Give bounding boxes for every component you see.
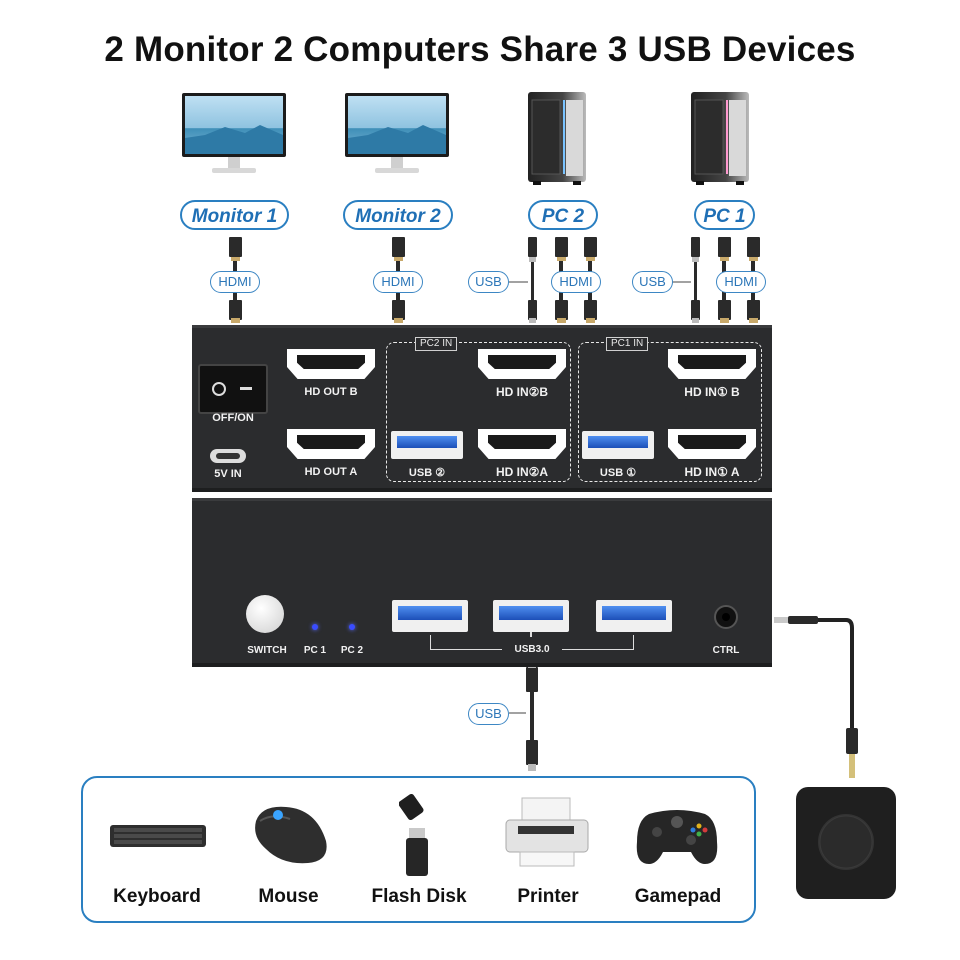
label-off-on: OFF/ON	[212, 412, 254, 424]
device-label-keyboard: Keyboard	[113, 886, 201, 907]
usb3-port-3[interactable]	[596, 600, 672, 632]
usb3-port-1[interactable]	[392, 600, 468, 632]
hdmi-port-hd-out-b[interactable]	[287, 349, 375, 379]
hdmi-port-hd-in2-a[interactable]	[478, 429, 566, 459]
pc1-in-group	[578, 342, 762, 482]
leader-lines	[509, 281, 691, 714]
flash-disk-icon	[399, 794, 428, 876]
tag-usb-devices: USB	[468, 703, 509, 725]
usb-devices-box: Keyboard Mouse Flash Disk Printer Gamepa…	[81, 776, 756, 923]
label-hd-in1-a: HD IN① A	[684, 465, 740, 479]
label-monitor-1: Monitor 1	[180, 200, 289, 230]
label-hd-in1-b: HD IN① B	[684, 385, 740, 399]
device-label-gamepad: Gamepad	[634, 886, 722, 907]
printer-icon	[505, 797, 589, 867]
hdmi-port-hd-in1-a[interactable]	[668, 429, 756, 459]
monitor-2-icon	[345, 93, 449, 173]
device-label-mouse: Mouse	[258, 886, 319, 907]
label-front-pc1: PC 1	[303, 645, 327, 656]
usb-cable-icon	[526, 237, 700, 771]
tag-hdmi-pc-2: HDMI	[551, 271, 601, 293]
remote-switch-icon	[796, 787, 896, 899]
tag-hdmi-monitor-2: HDMI	[373, 271, 423, 293]
keyboard-icon	[110, 825, 206, 847]
tag-usb-pc-2: USB	[468, 271, 509, 293]
power-off-icon	[212, 382, 226, 396]
gamepad-icon	[636, 810, 718, 864]
label-5v-in: 5V IN	[214, 468, 242, 480]
mouse-icon	[255, 806, 327, 864]
tag-usb-pc-1: USB	[632, 271, 673, 293]
power-switch[interactable]	[198, 364, 268, 414]
hdmi-port-hd-in2-b[interactable]	[478, 349, 566, 379]
device-label-flash-disk: Flash Disk	[371, 886, 467, 907]
pc2-in-group	[386, 342, 571, 482]
usb-port-pc1[interactable]	[582, 431, 654, 459]
label-usb3: USB3.0	[502, 644, 562, 655]
pc2-led-indicator	[349, 624, 355, 630]
monitor-1-icon	[182, 93, 286, 173]
ctrl-audio-cable-icon	[774, 616, 858, 778]
pc1-led-indicator	[312, 624, 318, 630]
usb-c-power-port[interactable]	[210, 449, 246, 463]
hdmi-port-hd-out-a[interactable]	[287, 429, 375, 459]
tag-hdmi-monitor-1: HDMI	[210, 271, 260, 293]
label-hd-in2-b: HD IN②B	[495, 385, 549, 399]
ctrl-audio-port[interactable]	[714, 605, 738, 629]
label-hd-in2-a: HD IN②A	[495, 465, 549, 479]
label-usb1: USB ①	[599, 467, 637, 479]
label-hd-out-a: HD OUT A	[304, 466, 358, 478]
usb3-bracket-tick	[530, 632, 532, 637]
usb-port-pc2[interactable]	[391, 431, 463, 459]
label-pc1-in: PC1 IN	[606, 337, 649, 351]
pc-1-tower-icon	[691, 92, 749, 185]
power-on-icon	[240, 387, 252, 390]
label-hd-out-b: HD OUT B	[304, 386, 358, 398]
hdmi-port-hd-in1-b[interactable]	[668, 349, 756, 379]
tag-hdmi-pc-1: HDMI	[716, 271, 766, 293]
pc-2-tower-icon	[528, 92, 586, 185]
usb3-port-2[interactable]	[493, 600, 569, 632]
kvm-front-panel: SWITCH PC 1 PC 2 USB3.0 CTRL	[192, 498, 772, 667]
page-title: 2 Monitor 2 Computers Share 3 USB Device…	[104, 30, 856, 69]
label-pc-1: PC 1	[694, 200, 755, 230]
label-pc2-in: PC2 IN	[415, 337, 458, 351]
switch-button[interactable]	[246, 595, 284, 633]
label-switch: SWITCH	[247, 645, 287, 656]
label-monitor-2: Monitor 2	[343, 200, 453, 230]
kvm-back-panel: OFF/ON 5V IN HD OUT B HD OUT A PC2 IN HD…	[192, 325, 772, 492]
label-usb2: USB ②	[408, 467, 446, 479]
device-label-printer: Printer	[517, 886, 579, 907]
label-pc-2: PC 2	[528, 200, 598, 230]
label-ctrl: CTRL	[712, 645, 740, 656]
label-front-pc2: PC 2	[340, 645, 364, 656]
